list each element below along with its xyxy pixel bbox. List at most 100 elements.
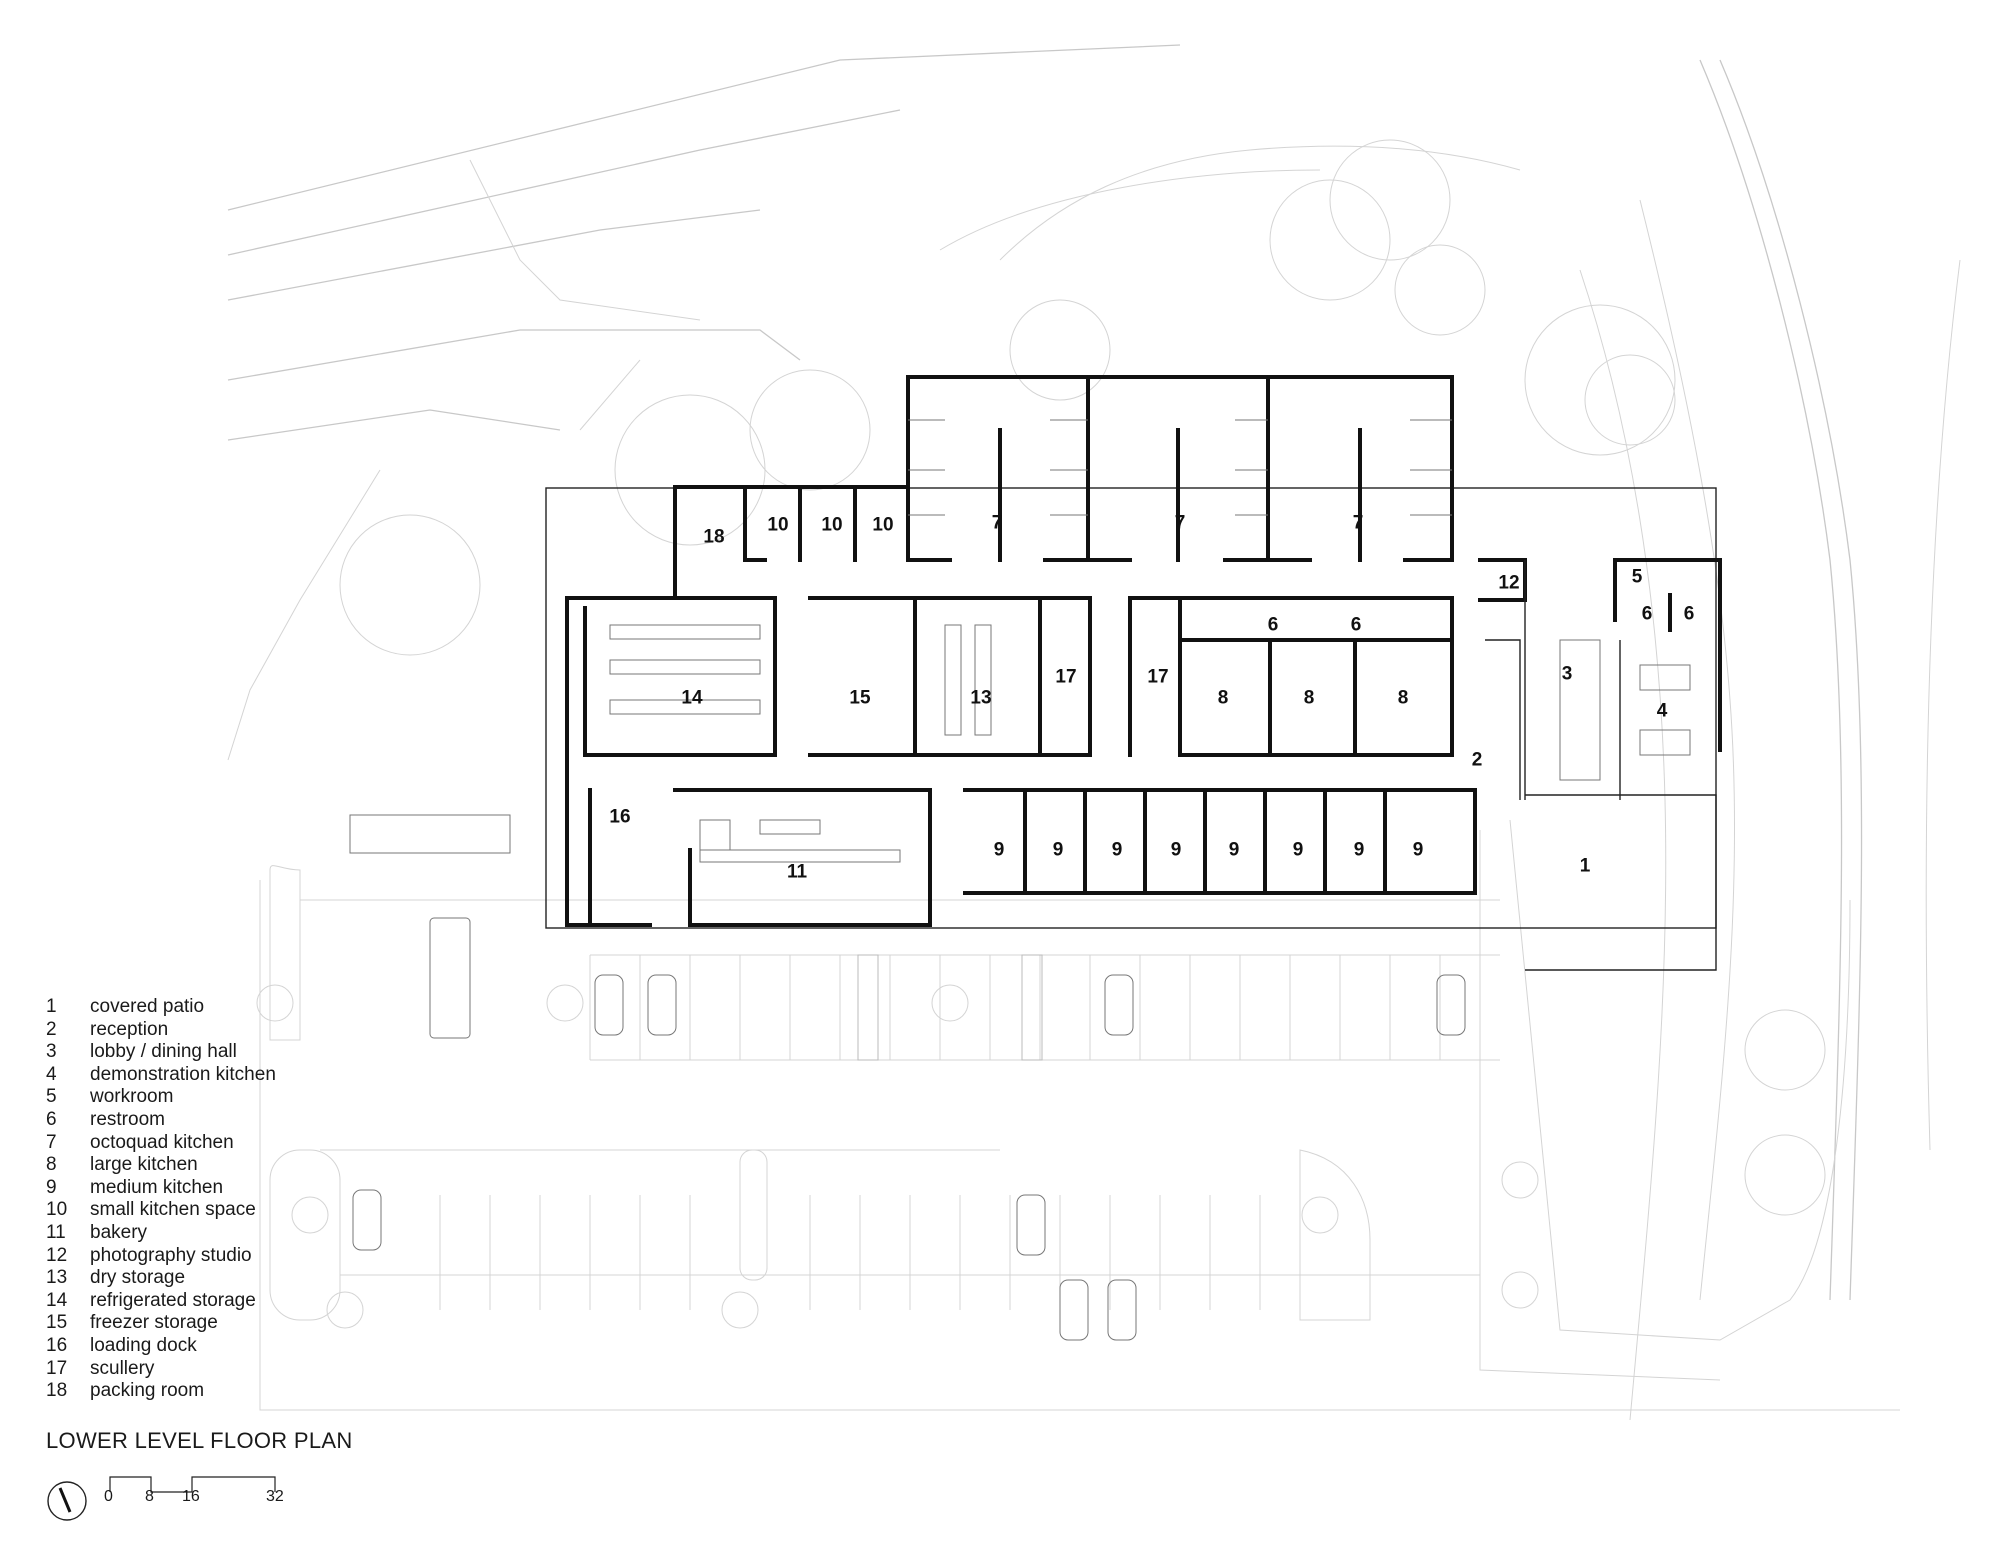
legend-label: bakery [90,1221,148,1243]
legend-item: 1 covered patio [46,996,276,1019]
room-label-15: 15 [849,688,871,709]
room-label-16: 16 [609,807,630,828]
legend-number: 14 [46,1289,68,1311]
room-label-11: 11 [787,862,808,883]
legend-label: octoquad kitchen [90,1131,234,1153]
legend-item: 18 packing room [46,1380,276,1403]
room-label-1: 1 [1580,856,1591,877]
legend-label: large kitchen [90,1154,198,1176]
legend-item: 15 freezer storage [46,1312,276,1335]
room-label-9b: 9 [1053,840,1064,861]
scale-tick-label: 0 [104,1488,113,1505]
legend-item: 13 dry storage [46,1267,276,1290]
legend-number: 13 [46,1267,68,1289]
legend-number: 3 [46,1041,57,1063]
legend-item: 12 photography studio [46,1245,276,1268]
legend-label: workroom [90,1086,174,1108]
site-context [227,44,1961,1421]
legend-label: restroom [90,1108,165,1130]
scale-tick-label: 8 [145,1488,154,1505]
legend-number: 10 [46,1199,68,1221]
room-label-7c: 7 [1353,513,1364,534]
legend-number: 11 [46,1221,66,1243]
legend-number: 1 [46,996,57,1017]
room-label-14: 14 [681,688,703,709]
legend-number: 16 [46,1334,68,1356]
scale-bar [109,1476,276,1493]
legend-number: 17 [46,1357,68,1379]
room-labels: 1 2 3 4 5 6 6 6 6 7 7 7 8 8 8 9 9 9 9 9 … [609,513,1694,883]
room-label-6d: 6 [1684,604,1695,625]
legend-label: demonstration kitchen [90,1063,276,1085]
scale-tick-label: 32 [266,1488,284,1505]
room-label-9a: 9 [994,840,1005,861]
room-label-4: 4 [1657,701,1668,722]
legend-label: scullery [90,1357,155,1379]
legend-number: 8 [46,1154,57,1176]
room-label-10b: 10 [821,515,842,536]
legend-label: photography studio [90,1244,252,1266]
legend-item: 16 loading dock [46,1335,276,1358]
legend-label: medium kitchen [90,1176,224,1198]
legend-number: 7 [46,1131,57,1153]
room-label-10a: 10 [767,515,788,536]
legend-label: reception [90,1018,169,1040]
room-label-13: 13 [970,688,991,709]
legend-item: 7 octoquad kitchen [46,1132,276,1155]
room-label-10c: 10 [872,515,893,536]
room-label-8a: 8 [1218,688,1229,709]
room-label-7a: 7 [992,513,1003,534]
scale-tick-label: 16 [182,1488,200,1505]
room-legend: 1 covered patio 2 reception 3 lobby / dinin… [46,996,276,1403]
room-label-6c: 6 [1642,604,1653,625]
room-label-6a: 6 [1268,615,1279,636]
legend-number: 4 [46,1063,57,1085]
legend-label: freezer storage [90,1312,218,1334]
room-label-18: 18 [703,527,724,548]
legend-item: 3 lobby / dining hall [46,1041,276,1064]
legend-number: 15 [46,1312,68,1334]
legend-number: 12 [46,1244,68,1266]
legend-item: 5 workroom [46,1086,276,1109]
room-label-9f: 9 [1293,840,1304,861]
legend-item: 6 restroom [46,1109,276,1132]
room-label-9d: 9 [1171,840,1182,861]
legend-item: 11 bakery [46,1222,276,1245]
legend-item: 8 large kitchen [46,1154,276,1177]
room-label-9g: 9 [1354,840,1365,861]
legend-label: small kitchen space [90,1199,256,1221]
room-label-12: 12 [1498,573,1519,594]
room-label-17b: 17 [1147,667,1168,688]
legend-label: covered patio [90,996,205,1017]
legend-label: dry storage [90,1267,186,1289]
drawing-title: LOWER LEVEL FLOOR PLAN [46,1428,353,1453]
legend-number: 6 [46,1108,57,1130]
legend-item: 14 refrigerated storage [46,1290,276,1313]
north-arrow-icon [47,1481,87,1521]
legend-label: loading dock [90,1334,197,1356]
room-label-9e: 9 [1229,840,1240,861]
legend-label: refrigerated storage [90,1289,256,1311]
legend-item: 17 scullery [46,1358,276,1381]
legend-item: 4 demonstration kitchen [46,1064,276,1087]
legend-label: packing room [90,1380,205,1402]
room-label-9c: 9 [1112,840,1123,861]
legend-item: 9 medium kitchen [46,1177,276,1200]
room-label-5: 5 [1632,567,1643,588]
legend-number: 18 [46,1380,68,1402]
legend-number: 5 [46,1086,57,1108]
room-label-17a: 17 [1055,667,1076,688]
room-label-8c: 8 [1398,688,1409,709]
legend-label: lobby / dining hall [90,1041,237,1063]
furniture [609,419,1691,863]
room-label-7b: 7 [1175,513,1186,534]
legend-number: 2 [46,1018,57,1040]
legend-number: 9 [46,1176,57,1198]
room-label-2: 2 [1472,750,1483,771]
room-label-6b: 6 [1351,615,1362,636]
building-walls [545,375,1722,971]
room-label-3: 3 [1562,664,1573,685]
legend-item: 10 small kitchen space [46,1199,276,1222]
legend-item: 2 reception [46,1019,276,1042]
